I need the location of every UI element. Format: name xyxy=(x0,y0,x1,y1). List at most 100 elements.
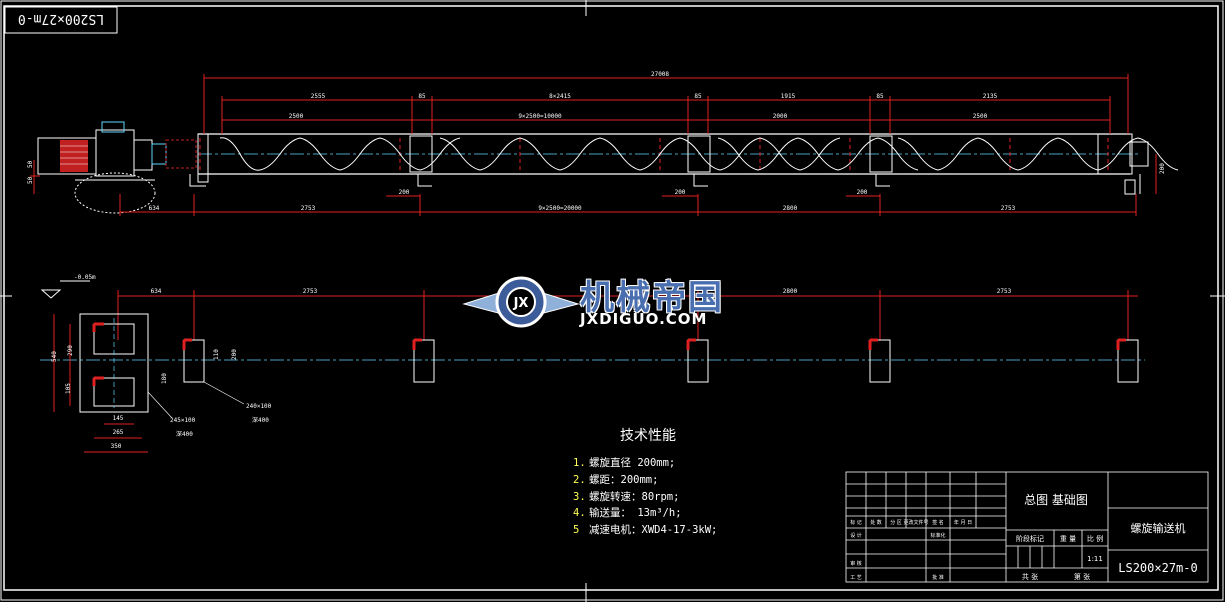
tb-left-2: 工 艺 xyxy=(850,575,862,581)
top-dimensions: 27008 2555 85 8×2415 85 1915 85 2135 250… xyxy=(203,71,1129,134)
support-base-5 xyxy=(1117,339,1139,383)
tb-header-0: 标 记 xyxy=(850,519,862,526)
plan-dim-4: 2753 xyxy=(997,288,1012,295)
fd-note-1: 245×100 xyxy=(170,417,196,424)
dim-seg-2: 85 xyxy=(418,93,426,100)
dim-bottom-4: 9×2500=20000 xyxy=(538,205,582,212)
spec-num: 2. xyxy=(573,473,586,486)
support-base-4 xyxy=(869,339,891,383)
dim-overall: 27008 xyxy=(651,71,669,78)
dim-seg-6: 85 xyxy=(876,93,884,100)
tb-product: 螺旋输送机 xyxy=(1131,521,1186,535)
dim-inner-2: 9×2500=10000 xyxy=(518,113,562,120)
spec-item: 4.输送量： 13m³/h; xyxy=(573,505,717,522)
dim-seg-3: 8×2415 xyxy=(549,93,571,100)
top-stamp-text: LS200×27m-0 xyxy=(18,11,104,26)
dim-left-2: 50 xyxy=(27,176,34,184)
drawing-frame xyxy=(3,5,1219,591)
dim-seg-1: 2555 xyxy=(311,93,326,100)
fd-dim-290: 290 xyxy=(67,345,74,356)
dim-inner-1: 2500 xyxy=(289,113,304,120)
dim-bottom-1: 634 xyxy=(149,205,160,212)
tb-weight-label: 重 量 xyxy=(1060,535,1076,543)
tb-header-3: 更改文件号 xyxy=(903,519,928,526)
side-dimensions: 50 50 200 xyxy=(27,154,1166,194)
spec-num: 4. xyxy=(573,507,586,520)
level-mark: -0.05m xyxy=(74,274,96,281)
dim-seg-4: 85 xyxy=(694,93,702,100)
fd-dim-200: 200 xyxy=(231,349,238,360)
dim-bottom-6: 2800 xyxy=(783,205,798,212)
dim-bottom-2: 2753 xyxy=(301,205,316,212)
spec-num: 3. xyxy=(573,490,586,503)
fd-dim-105: 105 xyxy=(65,383,72,394)
tb-std: 标准化 xyxy=(930,532,945,539)
fd-note-2: 240×100 xyxy=(246,403,272,410)
dim-bottom-7: 200 xyxy=(857,189,868,196)
tb-left-1: 审 核 xyxy=(850,560,862,567)
dim-seg-7: 2135 xyxy=(983,93,998,100)
foundation-plan: 634 2753 2800 2753 -0.05m 540 290 105 xyxy=(40,274,1145,453)
hanger-bearing-3 xyxy=(869,135,893,173)
tb-sheet-total: 共 张 xyxy=(1022,572,1038,581)
stamp-box xyxy=(4,6,118,34)
support-base-1 xyxy=(183,339,205,383)
spec-item: 1.螺旋直径 200mm; xyxy=(573,455,717,472)
dim-seg-5: 1915 xyxy=(781,93,796,100)
gear-wings-icon: JX xyxy=(462,276,580,328)
hanger-bearing-1 xyxy=(409,135,433,173)
spec-item: 5 减速电机：XWD4-17-3kW; xyxy=(573,522,717,539)
tb-left-0: 设 计 xyxy=(850,532,862,539)
dim-bottom-5: 200 xyxy=(675,189,686,196)
spec-item: 2.螺距：200mm; xyxy=(573,472,717,489)
fd-dim-540: 540 xyxy=(51,351,58,362)
spec-num: 5 xyxy=(573,524,580,537)
plan-dim-3: 2800 xyxy=(783,288,798,295)
specs-list: 1.螺旋直径 200mm; 2.螺距：200mm; 3.螺旋转速：80rpm; … xyxy=(573,455,717,539)
support-base-2 xyxy=(413,339,435,383)
tb-approve: 批 准 xyxy=(932,574,944,581)
spec-text: 螺旋转速：80rpm; xyxy=(589,490,680,503)
spec-num: 1. xyxy=(573,457,586,469)
tb-sheet-no: 第 张 xyxy=(1074,572,1090,581)
tb-header-1: 处 数 xyxy=(870,519,882,526)
fd-note-2b: 深400 xyxy=(252,416,269,424)
motor-base-hatch xyxy=(74,172,156,214)
watermark-cn: 机械帝国 xyxy=(580,278,724,318)
motor-fins xyxy=(60,140,88,172)
fd-dim-110: 110 xyxy=(213,349,220,360)
reducer xyxy=(95,129,135,177)
spec-text: 减速电机：XWD4-17-3kW; xyxy=(589,524,718,537)
title-block-text: 总图 基础图 螺旋输送机 LS200×27m-0 1:11 阶段标记 重 量 比… xyxy=(850,493,1198,581)
spec-text: 螺旋直径 200mm; xyxy=(589,457,676,469)
specs-title: 技术性能 xyxy=(620,428,676,444)
plan-dim-2: 2753 xyxy=(303,288,318,295)
fd-note-1b: 深400 xyxy=(176,430,193,438)
tb-code: LS200×27m-0 xyxy=(1118,561,1197,575)
conveyor-elevation xyxy=(37,121,1179,214)
spec-text: 螺距：200mm; xyxy=(589,473,659,486)
fd-dim-180: 180 xyxy=(161,373,168,384)
dim-inner-4: 2500 xyxy=(973,113,988,120)
fd-dim-265: 265 xyxy=(113,429,124,436)
motor-foundation xyxy=(79,313,149,413)
fd-dim-350: 350 xyxy=(111,443,122,450)
tb-stage-label: 阶段标记 xyxy=(1016,534,1044,543)
tb-header-5: 年 月 日 xyxy=(954,519,972,526)
watermark-badge: JX xyxy=(513,296,529,311)
support-base-3 xyxy=(687,339,709,383)
spec-item: 3.螺旋转速：80rpm; xyxy=(573,489,717,506)
dim-left-1: 50 xyxy=(27,160,34,168)
hanger-bearing-2 xyxy=(687,135,711,173)
watermark-en: JXDIGUO.COM xyxy=(580,310,708,328)
tb-header-2: 分 区 xyxy=(890,519,902,526)
screw-flight xyxy=(219,137,1179,171)
tb-drawing-name: 总图 基础图 xyxy=(1024,493,1088,507)
tb-scale-label: 比 例 xyxy=(1087,534,1103,543)
dim-right-height: 200 xyxy=(1159,163,1166,174)
tb-header-4: 签 名 xyxy=(932,519,944,526)
title-block xyxy=(845,471,1209,583)
dim-bottom-8: 2753 xyxy=(1001,205,1016,212)
